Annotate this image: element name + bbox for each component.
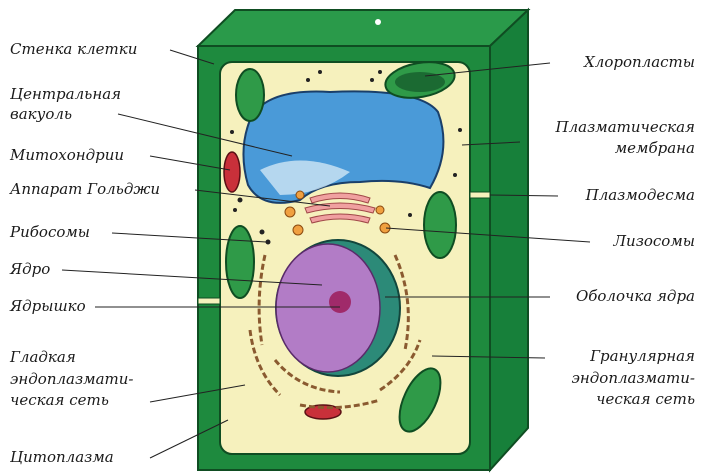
plasmodesma [469,191,491,199]
label-chloroplasts: Хлоропласты [583,53,695,71]
mitochondrion [223,151,241,193]
plasmodesma-left [197,297,221,305]
chloroplast [398,367,442,433]
golgi-apparatus [304,192,376,224]
label-cytoplasm: Цитоплазма [10,448,114,466]
label-lysosomes: Лизосомы [613,232,695,250]
lysosomes [284,190,391,236]
chloroplast [235,68,265,122]
chloroplast [423,191,457,259]
nucleus [275,243,381,373]
label-plasmodesma: Плазмодесма [585,186,695,204]
label-rough-er-line2: эндоплазмати- [572,369,696,387]
label-nucleolus: Ядрышко [9,297,86,315]
label-nuclear-envelope: Оболочка ядра [576,287,695,305]
cell-wall-top [195,9,531,47]
label-rough-er-line1: Гранулярная [589,347,695,365]
label-vacuole-line1: Центральная [10,85,121,103]
label-cell-wall: Стенка клетки [10,40,137,58]
chloroplast [225,225,255,299]
label-rough-er-line3: ческая сеть [596,390,695,408]
ribosomes [230,70,462,245]
label-mitochondria: Митохондрии [9,146,124,164]
label-ribosomes: Рибосомы [9,223,90,241]
label-smooth-er-line1: Гладкая [9,348,76,366]
endoplasmic-reticulum [248,254,422,410]
label-nucleus: Ядро [9,260,50,278]
label-smooth-er-line2: эндоплазмати- [10,370,134,388]
label-membrane-line1: Плазматическая [555,118,695,136]
nucleolus [329,291,351,313]
label-vacuole-line2: вакуоль [10,105,72,123]
label-golgi: Аппарат Гольджи [9,180,160,198]
label-membrane-line2: мембрана [615,139,695,157]
label-smooth-er-line3: ческая сеть [10,391,109,409]
cell-wall-side [489,7,529,473]
